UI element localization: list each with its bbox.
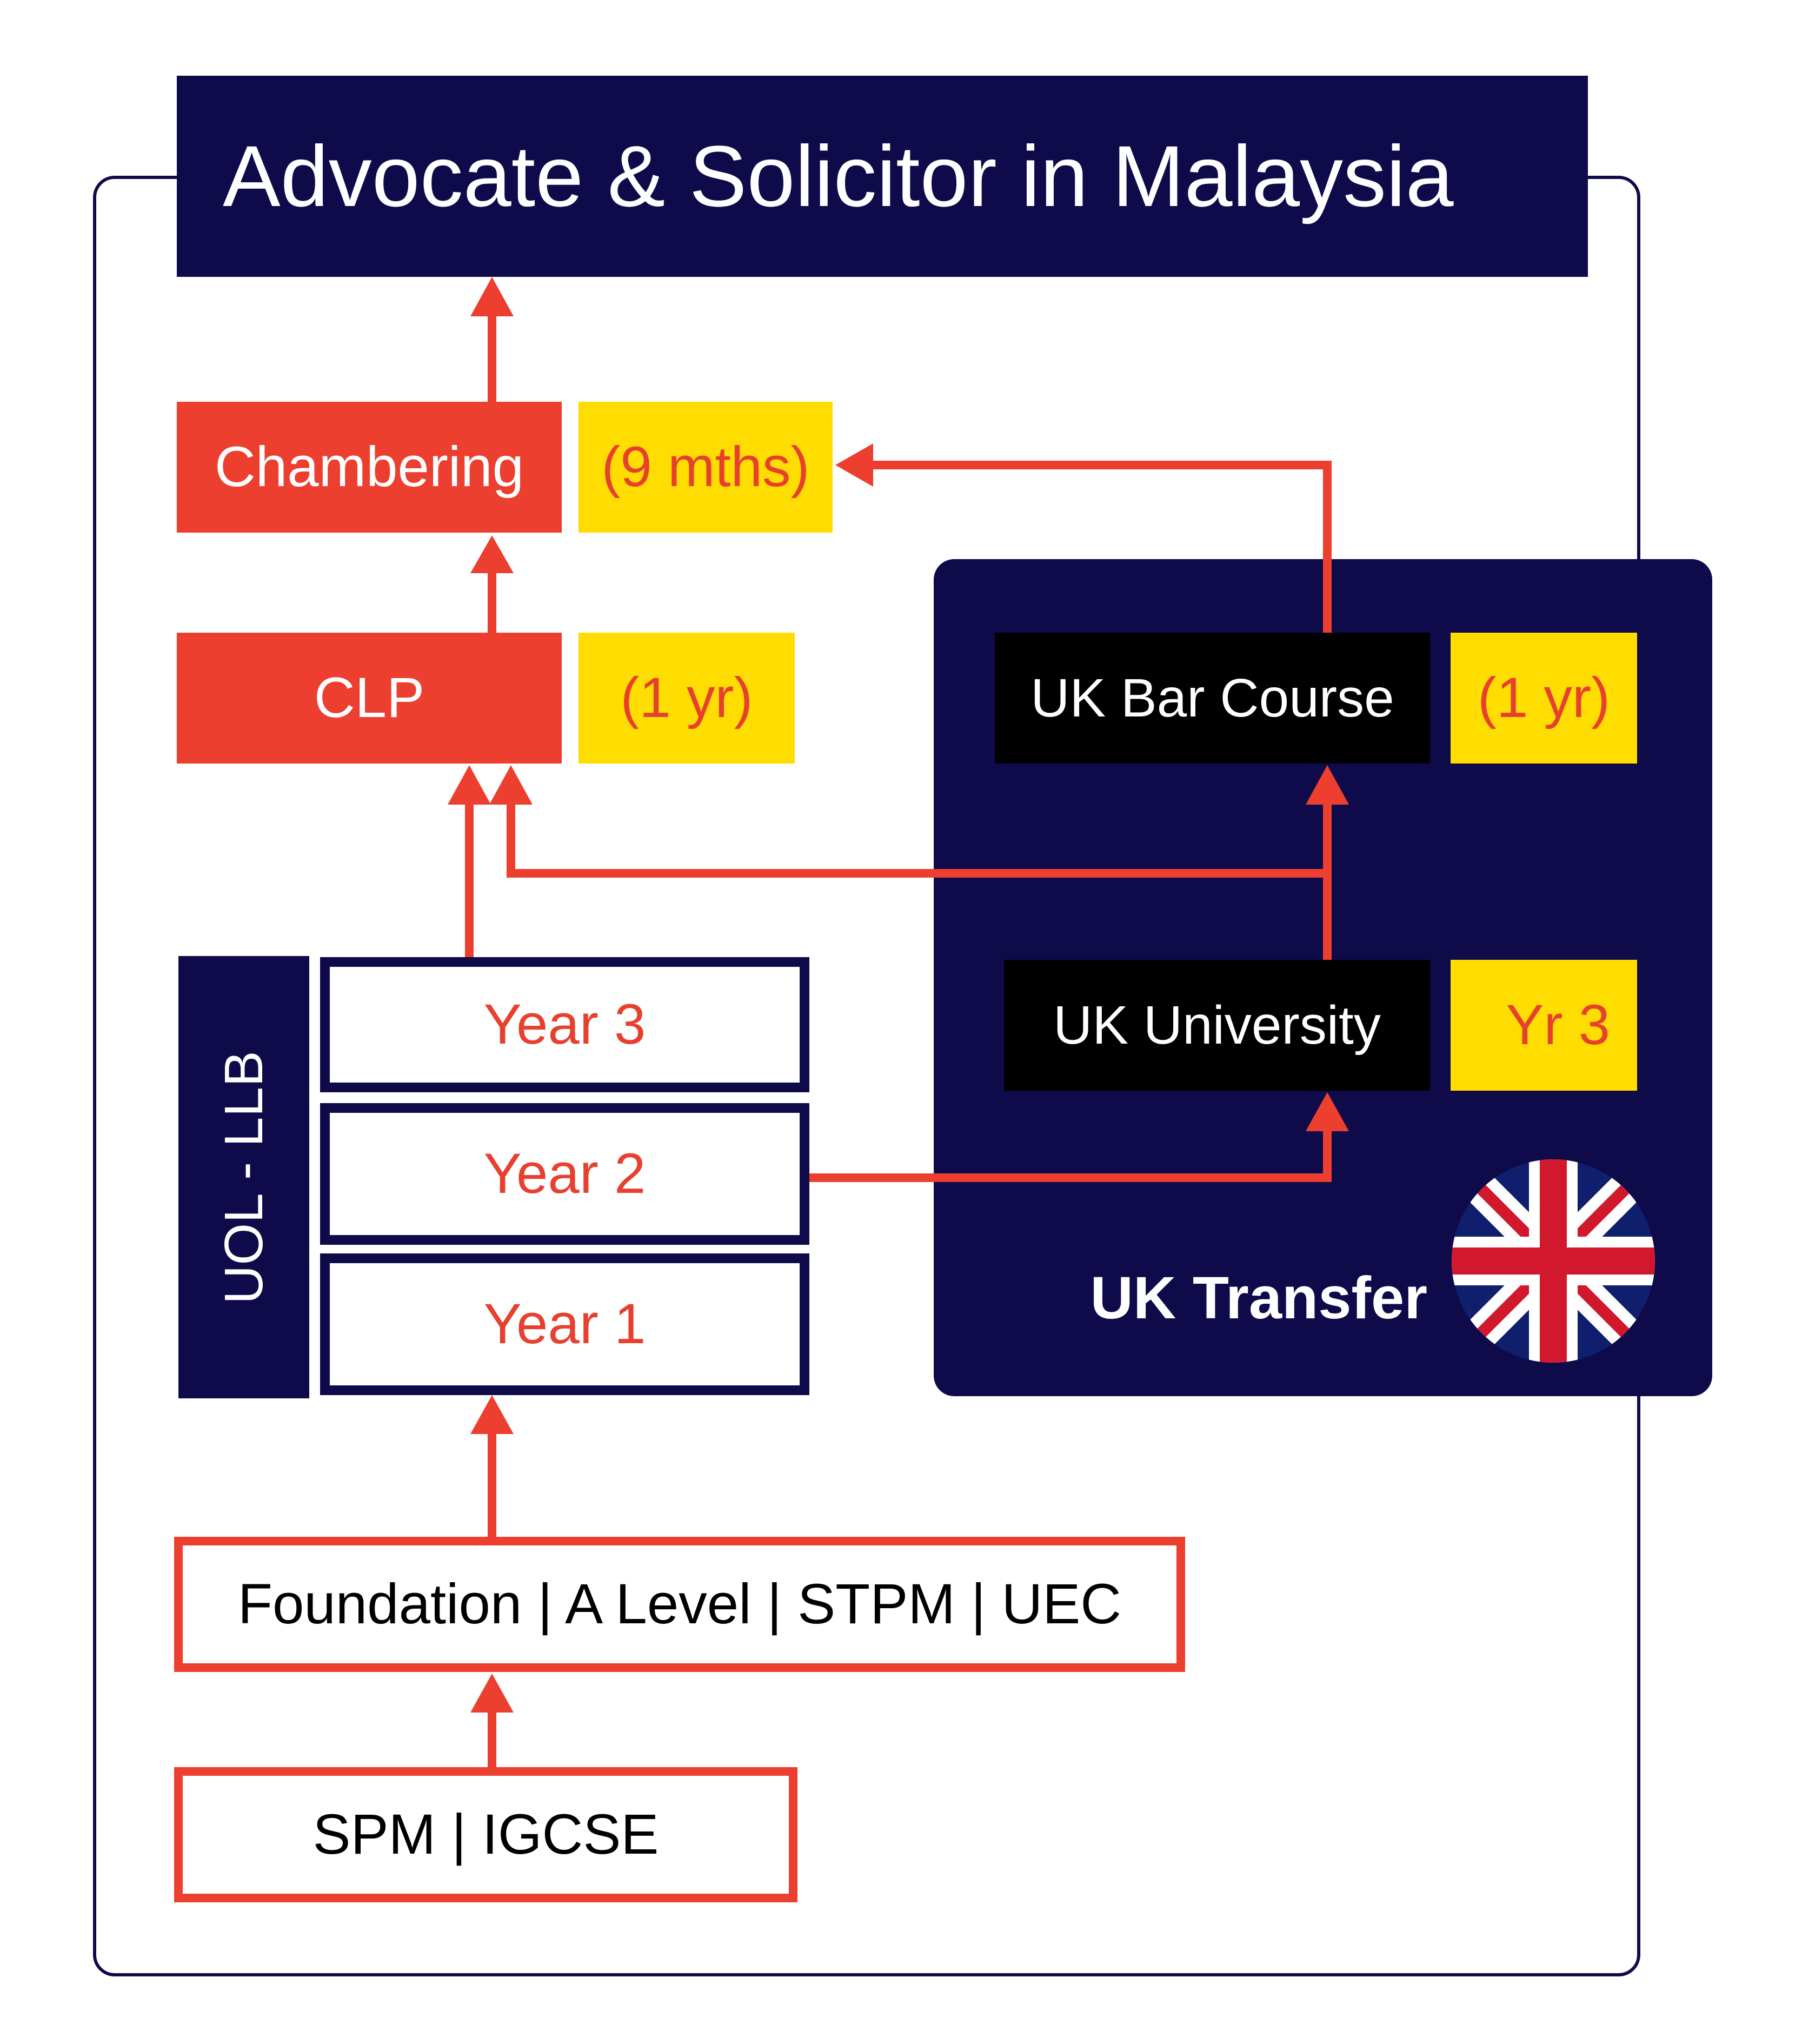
year-3-label: Year 3 bbox=[483, 993, 646, 1056]
clp-duration: (1 yr) bbox=[620, 666, 753, 729]
uol-llb-bar: UOL - LLB bbox=[178, 956, 309, 1398]
clp-label: CLP bbox=[314, 666, 425, 729]
uk-university-label: UK University bbox=[1053, 994, 1381, 1056]
uk-flag-icon bbox=[1452, 1159, 1655, 1363]
uk-transfer-label: UK Transfer bbox=[1090, 1264, 1427, 1331]
pre-university-label: Foundation | A Level | STPM | UEC bbox=[237, 1572, 1122, 1636]
year-1-label: Year 1 bbox=[483, 1292, 646, 1356]
chambering-box: Chambering bbox=[177, 402, 562, 533]
clp-duration-box: (1 yr) bbox=[578, 633, 795, 764]
uol-llb-label: UOL - LLB bbox=[213, 1050, 274, 1304]
clp-box: CLP bbox=[177, 633, 562, 764]
chambering-duration: (9 mths) bbox=[601, 435, 810, 499]
uk-university-duration-box: Yr 3 bbox=[1451, 960, 1637, 1091]
uk-bar-course-duration-box: (1 yr) bbox=[1451, 633, 1637, 764]
secondary-box: SPM | IGCSE bbox=[174, 1767, 797, 1902]
chambering-label: Chambering bbox=[215, 435, 524, 499]
year-2-box: Year 2 bbox=[320, 1103, 809, 1245]
chambering-duration-box: (9 mths) bbox=[578, 402, 833, 533]
year-2-label: Year 2 bbox=[483, 1142, 646, 1205]
uk-university-duration: Yr 3 bbox=[1506, 993, 1610, 1057]
pre-university-box: Foundation | A Level | STPM | UEC bbox=[174, 1537, 1185, 1672]
title-banner: Advocate & Solicitor in Malaysia bbox=[177, 76, 1588, 277]
year-3-box: Year 3 bbox=[320, 957, 809, 1092]
uk-bar-course-box: UK Bar Course bbox=[995, 633, 1430, 764]
uk-bar-course-duration: (1 yr) bbox=[1478, 666, 1610, 729]
page-title: Advocate & Solicitor in Malaysia bbox=[223, 128, 1454, 224]
uk-university-box: UK University bbox=[1004, 960, 1430, 1091]
secondary-label: SPM | IGCSE bbox=[312, 1803, 659, 1866]
year-1-box: Year 1 bbox=[320, 1253, 809, 1395]
uk-bar-course-label: UK Bar Course bbox=[1030, 667, 1394, 728]
